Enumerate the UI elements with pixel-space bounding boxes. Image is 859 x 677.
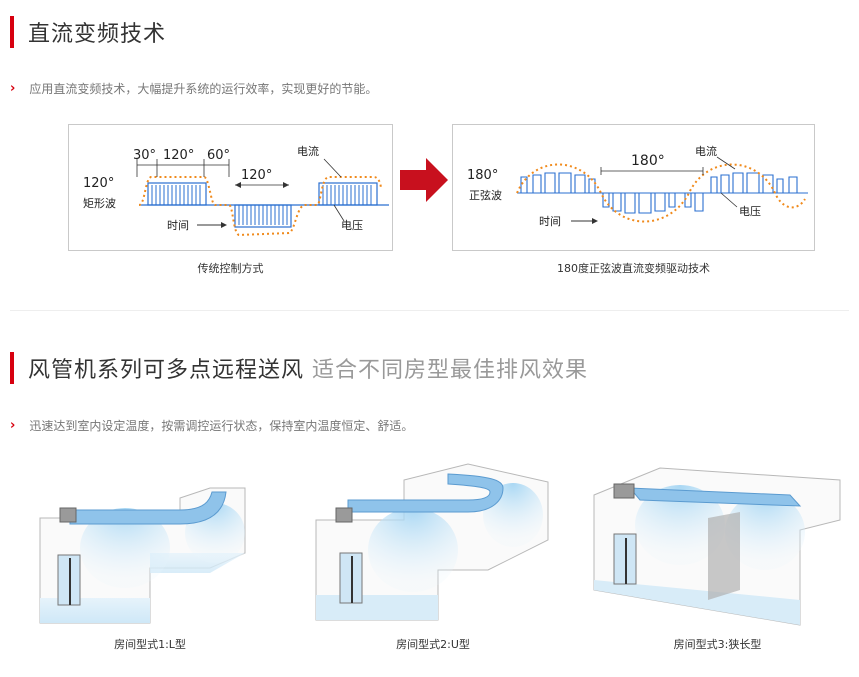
caption-room-u: 房间型式2:U型 (396, 638, 470, 651)
section-bullet: › 迅速达到室内设定温度，按需调控运行状态，保持室内温度恒定、舒适。 (10, 417, 413, 434)
label-time: 时间 (539, 215, 561, 228)
arrow-right-icon (400, 158, 448, 202)
section-bullet: › 应用直流变频技术，大幅提升系统的运行效率，实现更好的节能。 (10, 80, 377, 97)
section-title: 直流变频技术 (28, 22, 167, 47)
caption-room-l: 房间型式1:L型 (114, 638, 186, 651)
label-voltage: 电压 (739, 205, 761, 218)
bullet-text: 迅速达到室内设定温度，按需调控运行状态，保持室内温度恒定、舒适。 (29, 419, 414, 433)
chevron-right-icon: › (10, 81, 16, 96)
label-time: 时间 (167, 219, 189, 232)
section-header-dc-inverter: 直流变频技术 (10, 16, 166, 48)
room-l-shape-illustration (39, 487, 246, 624)
accent-bar (10, 352, 14, 384)
label-120deg-top: 120° (163, 148, 194, 163)
label-120deg-left: 120° (83, 176, 114, 191)
room-u-shape-illustration (315, 463, 549, 621)
rectangular-wave-diagram: 30° 120° 60° 120° 120° 矩形波 电流 电压 时间 (83, 144, 389, 237)
sine-wave-diagram: 180° 正弦波 180° 电流 电压 时间 (467, 144, 808, 228)
label-current: 电流 (297, 144, 319, 158)
section-divider (10, 310, 849, 311)
label-180deg-left: 180° (467, 168, 498, 183)
label-sine-wave: 正弦波 (469, 188, 502, 202)
section-title: 风管机系列可多点远程送风 (28, 358, 305, 383)
room-narrow-illustration (593, 467, 841, 626)
sine-drive-diagram: 180° 正弦波 180° 电流 电压 时间 (452, 124, 815, 251)
section-header-duct: 风管机系列可多点远程送风 适合不同房型最佳排风效果 (10, 352, 588, 384)
accent-bar (10, 16, 14, 48)
label-30deg: 30° (133, 148, 156, 163)
chevron-right-icon: › (10, 418, 16, 433)
section-subtitle: 适合不同房型最佳排风效果 (312, 358, 589, 383)
label-180deg-top: 180° (631, 153, 665, 169)
bullet-text: 应用直流变频技术，大幅提升系统的运行效率，实现更好的节能。 (29, 82, 378, 96)
caption-sine-drive: 180度正弦波直流变频驱动技术 (557, 262, 710, 275)
label-voltage: 电压 (341, 219, 363, 232)
label-120deg-mid: 120° (241, 168, 272, 183)
caption-room-narrow: 房间型式3:狭长型 (673, 638, 762, 651)
label-current: 电流 (695, 144, 717, 158)
traditional-control-diagram: 30° 120° 60° 120° 120° 矩形波 电流 电压 时间 (68, 124, 393, 251)
label-60deg: 60° (207, 148, 230, 163)
caption-traditional: 传统控制方式 (197, 262, 264, 275)
label-rect-wave: 矩形波 (83, 197, 116, 210)
